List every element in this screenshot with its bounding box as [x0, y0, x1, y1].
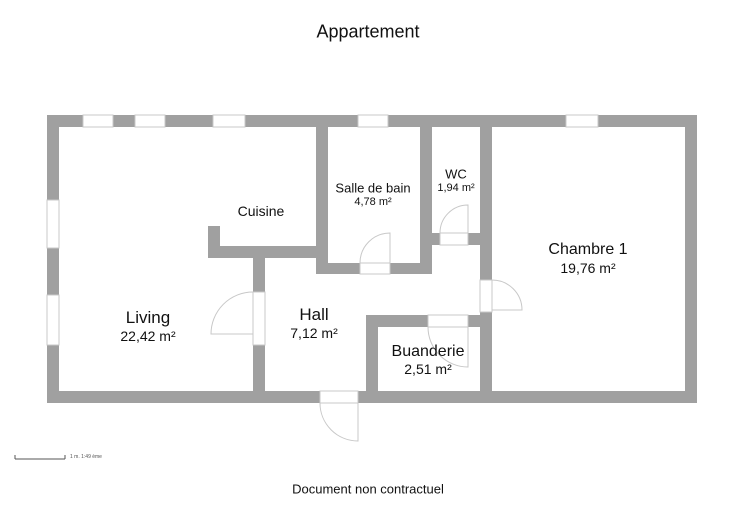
room-name-hall: Hall: [299, 305, 329, 324]
room-name-wc: WC: [445, 166, 467, 182]
room-area-chambre-1: 19,76 m²: [560, 260, 616, 276]
room-name-salle-de-bain: Salle de bain: [335, 180, 411, 196]
room-area-salle-de-bain: 4,78 m²: [354, 196, 392, 208]
disclaimer: Document non contractuel: [292, 481, 444, 497]
windows: [46, 114, 599, 346]
plan-title: Appartement: [316, 21, 420, 42]
scale-bar: [14, 455, 66, 460]
door-swings: [210, 204, 523, 442]
room-area-wc: 1,94 m²: [437, 182, 475, 194]
door-openings: [252, 232, 493, 404]
room-name-cuisine: Cuisine: [237, 203, 285, 219]
room-area-buanderie: 2,51 m²: [404, 361, 452, 377]
room-name-buanderie: Buanderie: [391, 343, 465, 360]
room-area-living: 22,42 m²: [120, 328, 176, 344]
room-name-chambre-1: Chambre 1: [548, 241, 628, 258]
scale-label: 1 m. 1:49 ème: [70, 454, 102, 460]
walls: [47, 115, 697, 403]
room-area-hall: 7,12 m²: [290, 325, 338, 341]
room-name-living: Living: [125, 308, 171, 327]
